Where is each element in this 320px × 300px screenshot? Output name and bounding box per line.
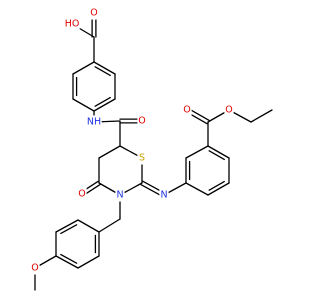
atom-label-background — [64, 17, 80, 31]
molecule-structure: HO O NH O S N O N O O O — [30, 6, 273, 291]
bonds-layer — [34, 12, 273, 291]
atom-labels-layer: HO O NH O S N O N O O O — [30, 6, 234, 275]
single-bond — [98, 145, 121, 159]
double-bond — [55, 255, 79, 269]
single-bond — [72, 98, 95, 112]
double-bond-inner — [60, 224, 78, 235]
double-bond-inner — [94, 66, 111, 77]
double-bond — [93, 98, 116, 112]
atom-label-background — [86, 115, 102, 129]
atom-label-background — [137, 151, 147, 165]
atom-label-n: N — [116, 190, 123, 201]
double-bond — [207, 145, 230, 159]
single-bond — [185, 145, 209, 159]
atom-label-o: O — [183, 105, 190, 116]
double-bond-inner — [208, 150, 225, 161]
atom-label-n: NH — [87, 117, 101, 128]
atom-label-background — [89, 6, 99, 20]
atom-label-background — [159, 188, 169, 202]
atom-label-o: O — [225, 105, 232, 116]
atom-label-o: O — [90, 8, 97, 19]
single-bond — [72, 61, 95, 75]
single-bond — [250, 109, 273, 123]
double-bond — [207, 182, 230, 196]
single-bond — [77, 255, 100, 269]
atom-label-o: HO — [65, 19, 80, 30]
atom-label-n: N — [160, 190, 167, 201]
atom-label-o: O — [31, 263, 38, 274]
atom-label-background — [30, 261, 40, 275]
atom-label-background — [77, 187, 87, 201]
double-bond — [93, 61, 116, 75]
double-bond-inner — [208, 180, 225, 191]
double-bond-inner — [60, 253, 78, 264]
single-bond — [98, 218, 121, 233]
atom-label-o: O — [138, 116, 145, 127]
single-bond — [185, 182, 209, 196]
atom-label-background — [224, 103, 234, 117]
atom-label-background — [137, 114, 147, 128]
atom-label-o: O — [78, 189, 85, 200]
double-bond — [55, 219, 79, 233]
single-bond — [77, 219, 100, 233]
atom-label-s: S — [139, 153, 145, 164]
double-bond-inner — [94, 96, 111, 107]
atom-label-background — [115, 188, 125, 202]
atom-label-background — [182, 103, 192, 117]
